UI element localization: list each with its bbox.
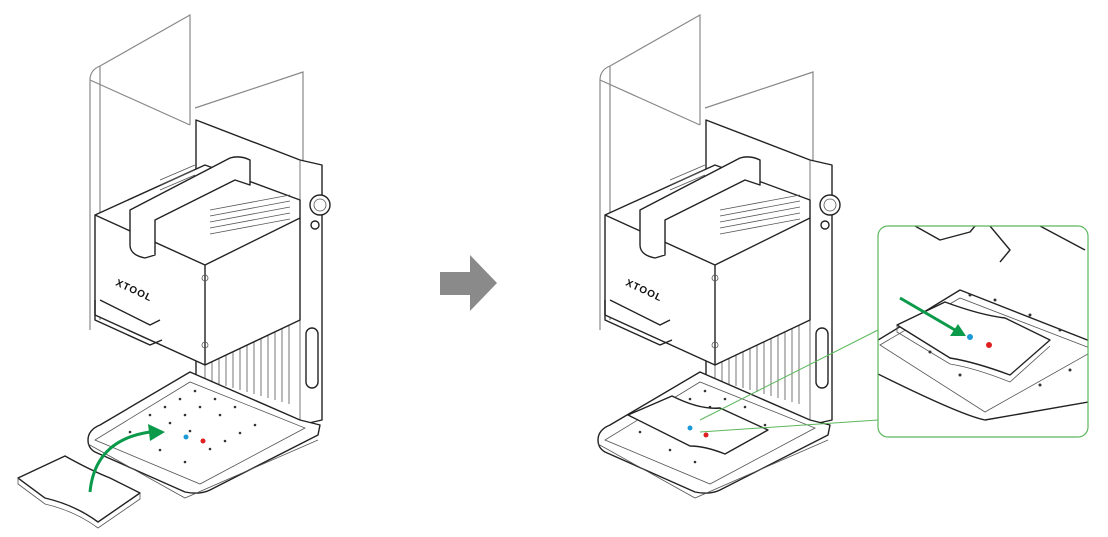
red-marker [703,432,709,438]
material-sheet-placed [627,395,769,455]
machine-after: XTOOL [597,14,1089,499]
machine-before: XTOOL [17,14,331,529]
callout-leader-lines [699,329,879,433]
blue-marker [183,434,189,440]
blue-marker [687,425,693,431]
arrow-head-icon [148,424,165,441]
zoom-callout [877,225,1089,438]
red-marker [200,438,206,444]
next-step-arrow-icon [440,255,497,311]
placement-arrow [88,430,151,493]
